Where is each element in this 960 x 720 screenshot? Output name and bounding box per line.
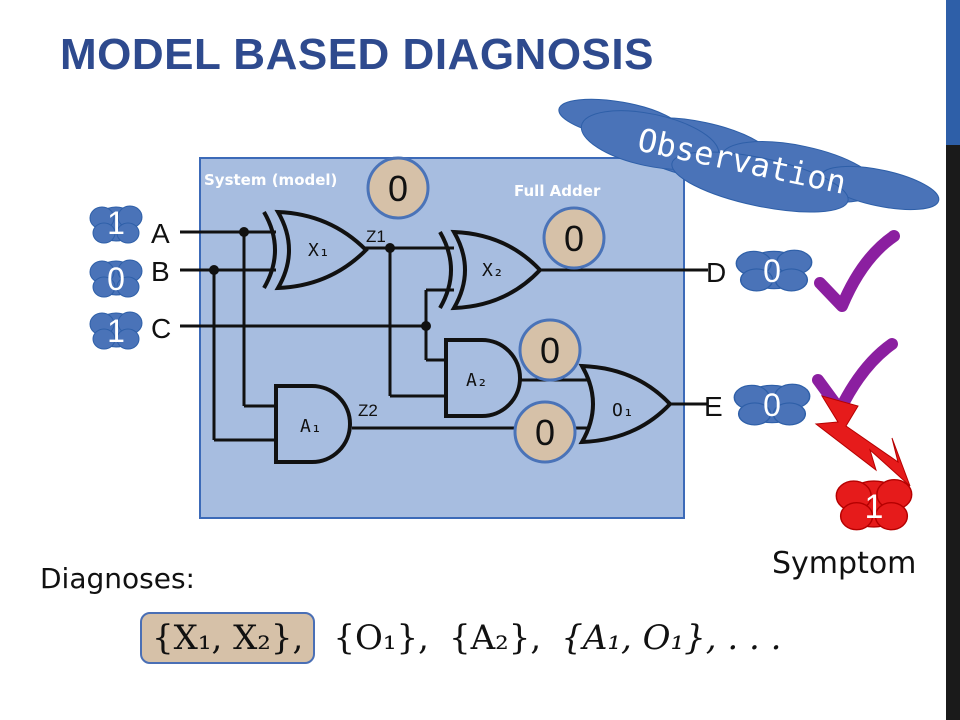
xor-gate-x2 — [450, 229, 543, 311]
prediction-circle-a2 — [518, 318, 582, 382]
gate-label-a1: A₁ — [300, 416, 322, 437]
input-label-a: A — [151, 218, 170, 249]
diagnoses-label: Diagnoses: — [40, 562, 195, 595]
prediction-circle-z1 — [366, 156, 430, 220]
prediction-circle-x2 — [542, 206, 606, 270]
diagnoses-list: {X₁, X₂}, {O₁}, {A₂}, {A₁, O₁}, . . . — [140, 606, 783, 670]
accent-bar-blue — [946, 0, 960, 145]
diagnosis-item: {O₁}, — [333, 618, 429, 658]
gate-label-x2: X₂ — [482, 260, 504, 281]
accent-bar — [946, 145, 960, 720]
output-value-e: 0 — [763, 387, 781, 423]
symptom-value: 1 — [865, 488, 884, 526]
symptom-label: Symptom — [772, 546, 917, 581]
and-gate-a1 — [274, 384, 352, 464]
output-value-d: 0 — [763, 253, 781, 289]
prediction-value-z2: 0 — [535, 412, 555, 453]
system-model-label: System (model) — [204, 171, 337, 189]
input-value-c: 1 — [107, 313, 125, 349]
and-gate-a2 — [444, 338, 522, 418]
lightning-bolt-icon — [814, 395, 911, 487]
gate-label-a2: A₂ — [466, 370, 488, 391]
wire-label-z1: Z1 — [366, 227, 386, 246]
diagnosis-item: {X₁, X₂}, — [140, 612, 316, 664]
wire-junctions — [209, 227, 431, 331]
page-title: MODEL BASED DIAGNOSIS — [60, 30, 654, 79]
gate-label-x1: X₁ — [308, 240, 330, 261]
prediction-value-a2: 0 — [540, 330, 560, 371]
prediction-value-z1: 0 — [388, 168, 408, 209]
prediction-circle-z2 — [513, 400, 577, 464]
system-model-box — [199, 157, 685, 519]
input-label-c: C — [151, 313, 171, 344]
gate-label-o1: O₁ — [612, 400, 634, 421]
full-adder-label: Full Adder — [514, 182, 601, 200]
input-value-b: 0 — [107, 261, 125, 297]
or-gate-o1 — [578, 363, 673, 445]
diagnosis-item: {A₂}, — [448, 618, 542, 658]
diagnosis-item: {A₁, O₁}, . . . — [561, 618, 782, 658]
prediction-value-x2: 0 — [564, 218, 584, 259]
output-label-d: D — [706, 257, 726, 288]
observation-cloud — [558, 98, 940, 213]
input-value-a: 1 — [107, 205, 125, 241]
xor-gate-x1 — [274, 209, 369, 291]
output-label-e: E — [704, 391, 723, 422]
full-adder-diagram: System (model) Full Adder — [89, 98, 940, 531]
wire-label-z2: Z2 — [358, 401, 378, 420]
check-mark-icon-d — [814, 230, 900, 312]
input-label-b: B — [151, 256, 170, 287]
